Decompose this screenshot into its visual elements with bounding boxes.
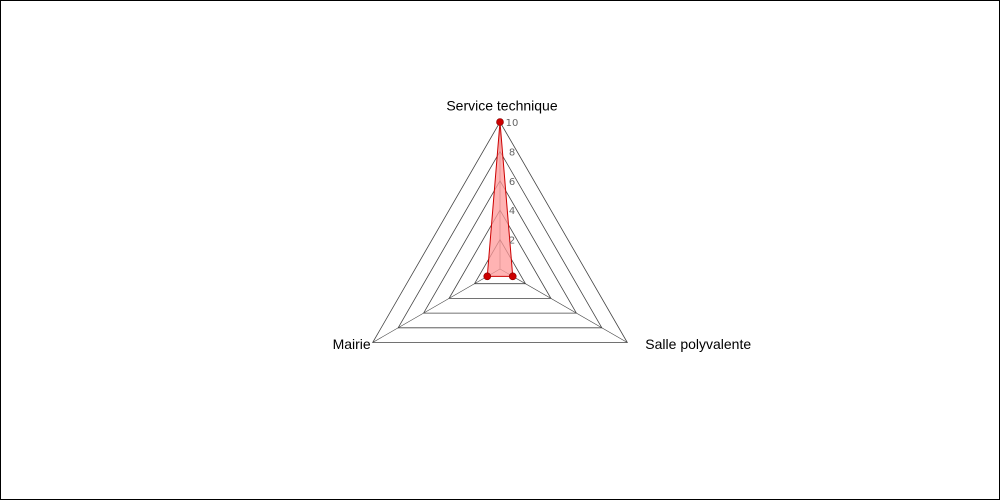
axis-spoke-2 xyxy=(499,268,628,343)
category-label-3: Mairie xyxy=(333,336,371,352)
tick-label-6: 6 xyxy=(509,177,515,188)
category-label-2: Salle polyvalente xyxy=(645,336,751,352)
tick-label-4: 4 xyxy=(509,206,515,217)
axis-spoke-3 xyxy=(372,268,501,343)
grid-ring-8 xyxy=(397,150,603,329)
tick-label-8: 8 xyxy=(509,147,515,158)
grid-ring-6 xyxy=(422,180,578,314)
data-point-3 xyxy=(483,272,492,281)
grid-ring-10 xyxy=(372,121,628,343)
data-point-2 xyxy=(508,272,517,281)
grid-ring-4 xyxy=(448,209,552,299)
grid-ring-2 xyxy=(473,238,527,285)
tick-label-2: 2 xyxy=(509,236,515,247)
tick-label-10: 10 xyxy=(506,118,519,129)
category-label-1: Service technique xyxy=(446,98,558,114)
data-point-1 xyxy=(496,118,504,126)
series-area-1 xyxy=(486,121,514,277)
